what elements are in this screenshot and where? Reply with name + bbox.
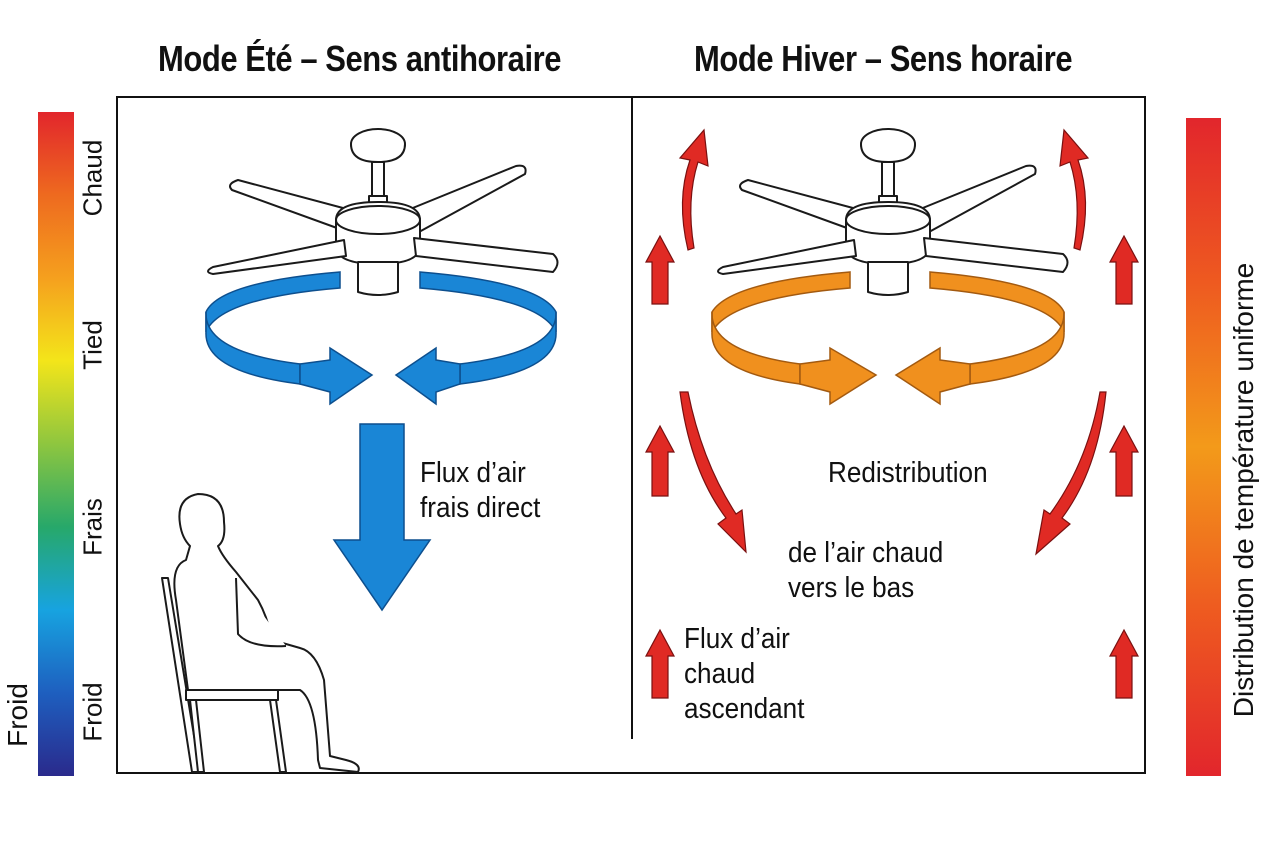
uniform-temperature-bar xyxy=(1186,118,1221,776)
summer-airflow-label: Flux d’air frais direct xyxy=(420,457,541,524)
winter-ceiling-fan xyxy=(717,128,1069,296)
temperature-scale-bar xyxy=(38,112,74,776)
redistribution-label-continued: de l’air chaud vers le bas xyxy=(788,537,944,604)
winter-warm-air-arrows xyxy=(644,128,1140,699)
summer-rotation-ring xyxy=(205,271,557,406)
summer-down-arrow xyxy=(332,423,432,612)
winter-rotation-ring xyxy=(711,271,1065,406)
summer-mode-title: Mode Été – Sens antihoraire xyxy=(158,38,562,79)
summer-ceiling-fan xyxy=(207,128,559,296)
redistribution-label: Redistribution xyxy=(828,457,988,489)
rising-airflow-label: Flux d’air chaud ascendant xyxy=(684,623,805,725)
winter-mode-title: Mode Hiver – Sens horaire xyxy=(694,38,1073,79)
panel-divider xyxy=(631,97,633,739)
seated-person-icon xyxy=(161,493,360,773)
